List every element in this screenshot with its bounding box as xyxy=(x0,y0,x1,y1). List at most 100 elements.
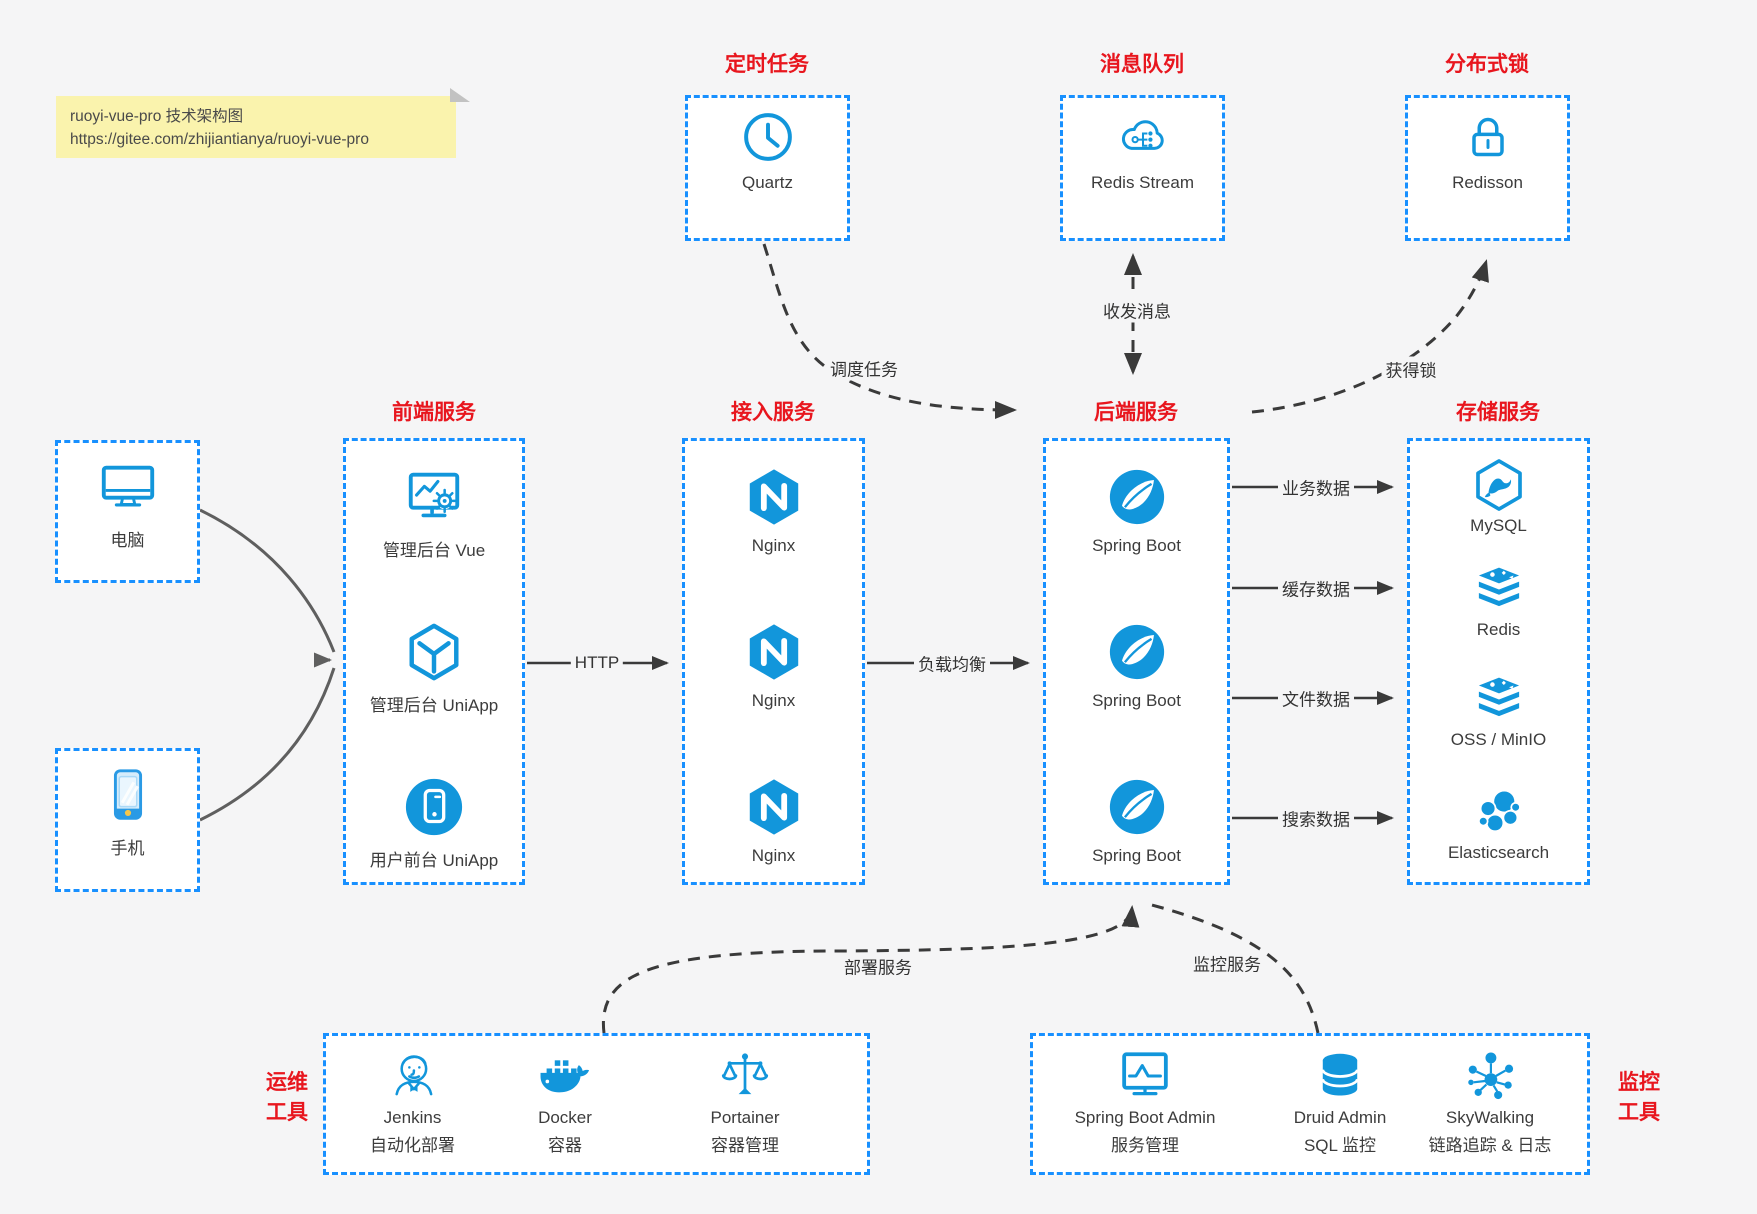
node-spring-boot-3: Spring Boot xyxy=(1043,776,1230,866)
edge-label-schedule: 调度任务 xyxy=(826,355,902,381)
node-spring-boot-admin: Spring Boot Admin 服务管理 xyxy=(1055,1047,1235,1156)
node-mobile: 手机 xyxy=(55,764,200,859)
node-pc: 电脑 xyxy=(55,456,200,551)
group-title-distributed-lock: 分布式锁 xyxy=(1445,53,1529,76)
node-label: Spring Boot xyxy=(1092,846,1181,865)
node-label: Docker xyxy=(538,1108,592,1127)
node-redisson: Redisson xyxy=(1405,109,1570,193)
node-admin-uniapp: 管理后台 UniApp xyxy=(343,621,525,716)
monitoring-title-line1: 监控 xyxy=(1618,1071,1660,1094)
node-label: Redisson xyxy=(1452,173,1523,192)
node-redis-stream: Redis Stream xyxy=(1060,109,1225,193)
note-fold-corner xyxy=(450,88,470,102)
node-docker: Docker 容器 xyxy=(495,1047,635,1156)
portainer-scales-icon xyxy=(716,1047,774,1105)
node-label: Spring Boot xyxy=(1092,691,1181,710)
node-admin-vue: 管理后台 Vue xyxy=(343,466,525,561)
edge-acquire-lock xyxy=(1251,259,1489,414)
node-label: SkyWalking xyxy=(1445,1108,1535,1127)
node-mysql: MySQL xyxy=(1407,457,1590,536)
node-label: Portainer xyxy=(710,1108,780,1127)
node-nginx-2: Nginx xyxy=(682,621,865,711)
edge-label-cache-data: 缓存数据 xyxy=(1278,575,1354,601)
clock-icon xyxy=(740,109,796,165)
group-box-message-queue xyxy=(1060,95,1225,241)
nginx-icon xyxy=(743,776,805,838)
nginx-icon xyxy=(743,466,805,528)
monitoring-title-line2: 工具 xyxy=(1618,1101,1660,1124)
node-label: Elasticsearch xyxy=(1447,843,1550,862)
node-elasticsearch: Elasticsearch xyxy=(1407,784,1590,863)
skywalking-network-icon xyxy=(1461,1047,1519,1105)
group-box-scheduled-task xyxy=(685,95,850,241)
node-quartz: Quartz xyxy=(685,109,850,193)
node-desc: 链路追踪 & 日志 xyxy=(1428,1136,1552,1155)
node-nginx-3: Nginx xyxy=(682,776,865,866)
lock-icon xyxy=(1460,109,1516,165)
group-title-backend: 后端服务 xyxy=(1094,401,1178,424)
edge-label-deploy: 部署服务 xyxy=(840,953,916,979)
docker-whale-icon xyxy=(536,1047,594,1105)
edge-label-load-balance: 负载均衡 xyxy=(914,650,990,676)
edge-label-file-data: 文件数据 xyxy=(1278,685,1354,711)
group-title-message-queue: 消息队列 xyxy=(1100,53,1184,76)
node-druid-admin: Druid Admin SQL 监控 xyxy=(1265,1047,1415,1156)
desktop-icon xyxy=(97,456,159,518)
edge-devices-to-frontend xyxy=(199,508,336,822)
node-desc: 自动化部署 xyxy=(370,1136,455,1155)
node-skywalking: SkyWalking 链路追踪 & 日志 xyxy=(1390,1047,1590,1156)
group-title-gateway: 接入服务 xyxy=(731,401,815,424)
jenkins-icon xyxy=(384,1047,442,1105)
uniapp-cube-icon xyxy=(403,621,465,683)
node-redis: Redis xyxy=(1407,561,1590,640)
node-desc: 容器管理 xyxy=(711,1136,779,1155)
redis-stack-icon xyxy=(1471,561,1527,617)
database-icon xyxy=(1311,1047,1369,1105)
node-jenkins: Jenkins 自动化部署 xyxy=(340,1047,485,1156)
ops-title-line1: 运维 xyxy=(266,1071,308,1094)
mysql-dolphin-icon xyxy=(1471,457,1527,513)
note-title: ruoyi-vue-pro 技术架构图 xyxy=(70,108,244,125)
group-title-ops-tools: 运维 工具 xyxy=(256,1068,318,1128)
spring-leaf-icon xyxy=(1106,776,1168,838)
edge-label-message: 收发消息 xyxy=(1099,297,1175,323)
node-label: Quartz xyxy=(741,173,794,192)
node-label: Redis Stream xyxy=(1091,173,1194,192)
node-user-uniapp: 用户前台 UniApp xyxy=(343,776,525,871)
edge-label-search-data: 搜索数据 xyxy=(1278,805,1354,831)
node-label: Spring Boot Admin xyxy=(1074,1108,1216,1127)
edge-label-acquire-lock: 获得锁 xyxy=(1381,356,1441,382)
node-oss-minio: OSS / MinIO xyxy=(1407,671,1590,750)
edge-schedule xyxy=(762,243,1017,419)
node-label: OSS / MinIO xyxy=(1450,730,1547,749)
node-label: 管理后台 UniApp xyxy=(369,696,499,715)
node-desc: 服务管理 xyxy=(1111,1136,1179,1155)
node-label: 用户前台 UniApp xyxy=(369,851,499,870)
node-label: Redis xyxy=(1476,620,1521,639)
node-desc: 容器 xyxy=(548,1136,582,1155)
node-label: 手机 xyxy=(110,839,145,858)
sticky-note: ruoyi-vue-pro 技术架构图 https://gitee.com/zh… xyxy=(56,88,470,158)
elasticsearch-icon xyxy=(1471,784,1527,840)
admin-screen-gear-icon xyxy=(403,466,465,528)
group-title-monitoring-tools: 监控 工具 xyxy=(1608,1068,1670,1128)
node-spring-boot-1: Spring Boot xyxy=(1043,466,1230,556)
smartphone-icon xyxy=(97,764,159,826)
storage-stack-icon xyxy=(1471,671,1527,727)
node-label: Nginx xyxy=(751,691,796,710)
node-nginx-1: Nginx xyxy=(682,466,865,556)
group-title-storage: 存储服务 xyxy=(1456,401,1540,424)
node-label: 管理后台 Vue xyxy=(382,541,486,560)
node-portainer: Portainer 容器管理 xyxy=(675,1047,815,1156)
node-label: Jenkins xyxy=(383,1108,442,1127)
phone-circle-icon xyxy=(403,776,465,838)
nginx-icon xyxy=(743,621,805,683)
group-title-frontend: 前端服务 xyxy=(392,401,476,424)
edge-label-business-data: 业务数据 xyxy=(1278,474,1354,500)
cloud-stream-icon xyxy=(1115,109,1171,165)
admin-monitor-icon xyxy=(1116,1047,1174,1105)
group-title-scheduled-task: 定时任务 xyxy=(725,53,809,76)
edge-label-http: HTTP xyxy=(570,653,624,673)
node-label: MySQL xyxy=(1470,516,1527,535)
